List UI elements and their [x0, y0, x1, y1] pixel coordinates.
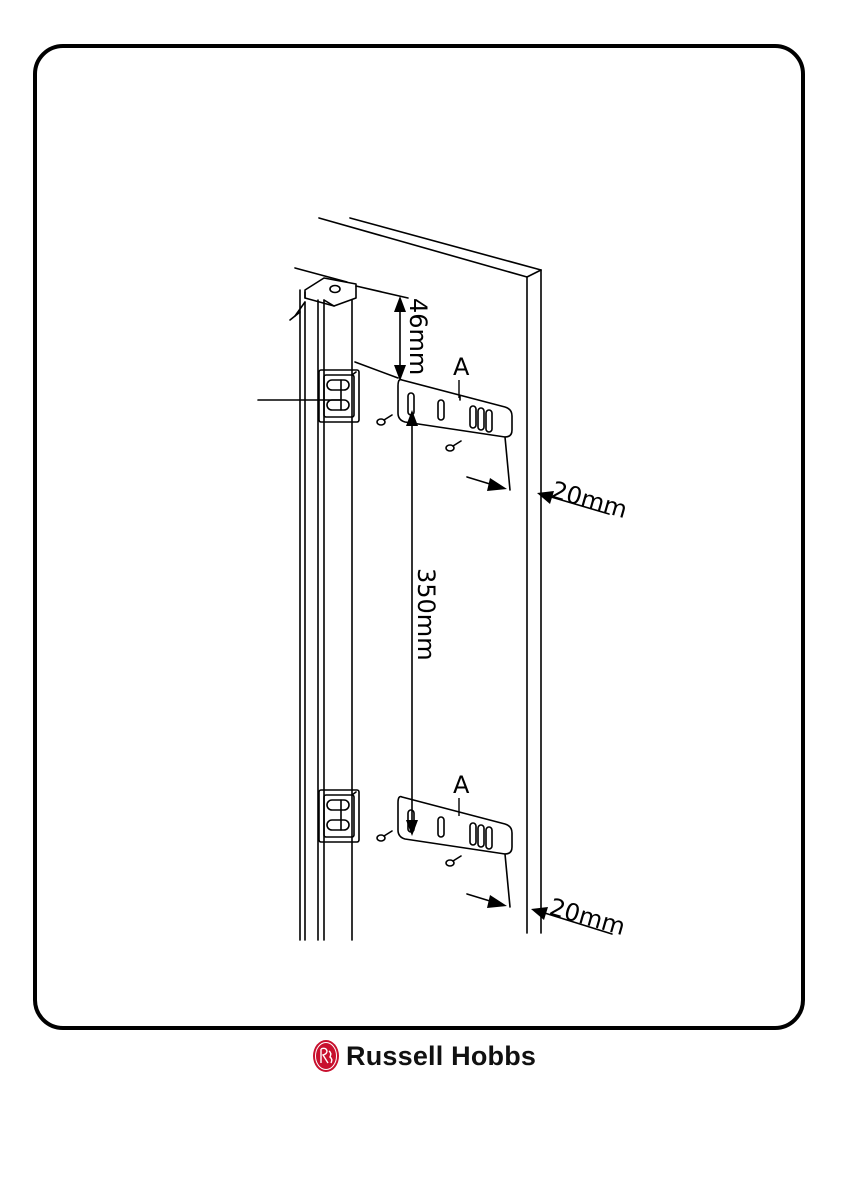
brand-name: Russell Hobbs	[346, 1041, 536, 1072]
hinge-top	[319, 370, 359, 422]
label-20mm-top: 20mm	[548, 476, 630, 524]
screws-bottom	[377, 831, 461, 866]
label-a-top: A	[453, 353, 470, 381]
screws-top	[377, 415, 461, 451]
brand-logo: Russell Hobbs	[312, 1039, 536, 1073]
label-20mm-bottom: 20mm	[546, 893, 628, 941]
edge-guide-bottom	[505, 854, 510, 907]
label-350mm: 350mm	[412, 568, 440, 661]
edge-guide-top	[505, 437, 510, 490]
label-a-bottom: A	[453, 771, 470, 799]
label-46mm: 46mm	[404, 298, 432, 375]
arrowhead-20-bottom-right	[531, 907, 548, 920]
arrowhead-20-bottom-left	[487, 895, 507, 908]
appliance-door-frame	[290, 268, 356, 940]
russell-hobbs-emblem-icon	[312, 1039, 340, 1073]
bracket-a-top	[398, 380, 512, 437]
arrowhead-20-top-left	[487, 478, 507, 491]
hinge-bottom	[319, 790, 359, 842]
